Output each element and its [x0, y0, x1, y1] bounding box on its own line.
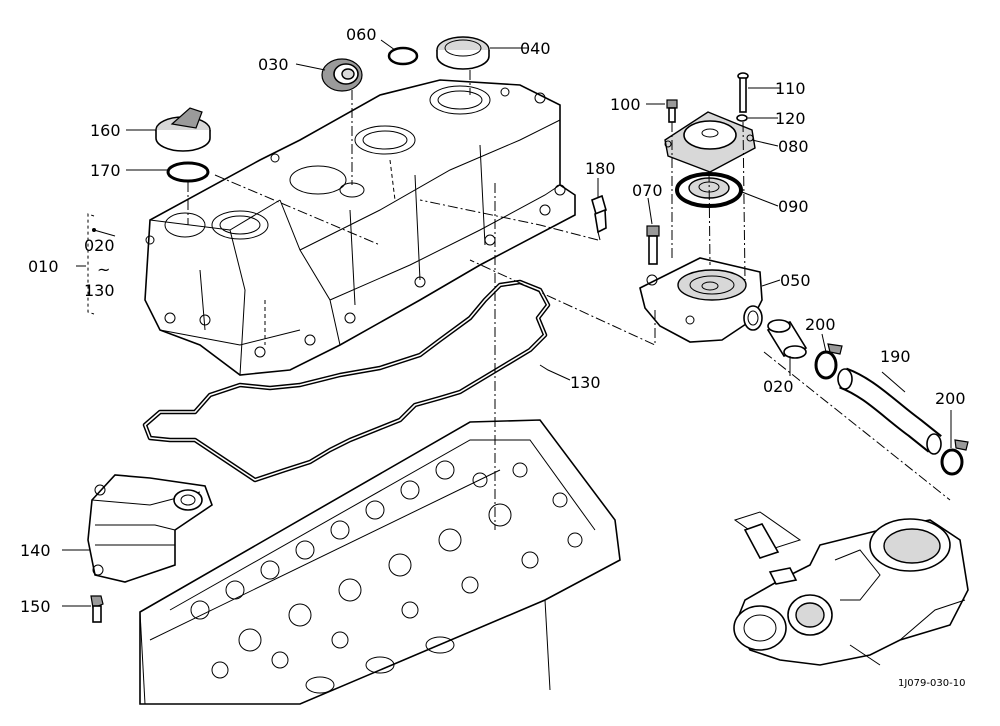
- label-060: 060: [346, 25, 377, 44]
- label-130-gasket: 130: [570, 373, 601, 392]
- label-200-lower: 200: [935, 389, 966, 408]
- diaphragm-090: [675, 172, 743, 208]
- label-050: 050: [780, 271, 811, 290]
- clamp-200-upper: [814, 343, 843, 380]
- label-030: 030: [258, 55, 289, 74]
- breather-140: [87, 474, 213, 583]
- label-020-range-start: 020: [84, 236, 115, 255]
- clamp-200-lower: [940, 439, 969, 476]
- label-090: 090: [778, 197, 809, 216]
- cylinder-head: [139, 419, 621, 705]
- assembly-lines: [187, 70, 951, 530]
- label-170: 170: [90, 161, 121, 180]
- label-070: 070: [632, 181, 663, 200]
- label-040: 040: [520, 39, 551, 58]
- label-010: 010: [28, 257, 59, 276]
- label-180: 180: [585, 159, 616, 178]
- gasket-130: [142, 279, 551, 483]
- label-020-pipe: 020: [763, 377, 794, 396]
- bolt-100: [666, 99, 678, 123]
- bolt-150: [90, 595, 104, 623]
- washer-120: [736, 114, 748, 122]
- leader-dot-010: [92, 228, 96, 232]
- part-labels: 010 020 ~ 130 030 060 040 160 170 180 10…: [20, 25, 966, 616]
- label-150: 150: [20, 597, 51, 616]
- label-200-upper: 200: [805, 315, 836, 334]
- housing-050: [639, 257, 763, 343]
- hose-190: [837, 367, 942, 455]
- seal-030: [321, 58, 363, 92]
- leader-lines: [62, 39, 952, 607]
- bolt-180: [591, 194, 607, 241]
- label-160: 160: [90, 121, 121, 140]
- label-120: 120: [775, 109, 806, 128]
- label-130-range-end: 130: [84, 281, 115, 300]
- cap-040: [436, 36, 490, 70]
- label-100: 100: [610, 95, 641, 114]
- bolt-110: [737, 72, 749, 113]
- cover-080: [664, 111, 756, 173]
- turbocharger-inset: [733, 511, 969, 666]
- bolt-070: [646, 225, 660, 265]
- o-ring-170: [166, 161, 210, 183]
- label-190: 190: [880, 347, 911, 366]
- valve-cover-010: [144, 79, 576, 376]
- oil-filler-cap-160: [155, 107, 211, 152]
- drawing-reference-code: 1J079-030-10: [898, 678, 965, 689]
- label-140: 140: [20, 541, 51, 560]
- o-ring-060: [387, 46, 419, 66]
- label-080: 080: [778, 137, 809, 156]
- label-110: 110: [775, 79, 806, 98]
- label-range-tilde: ~: [97, 260, 110, 279]
- pipe-020: [766, 319, 808, 359]
